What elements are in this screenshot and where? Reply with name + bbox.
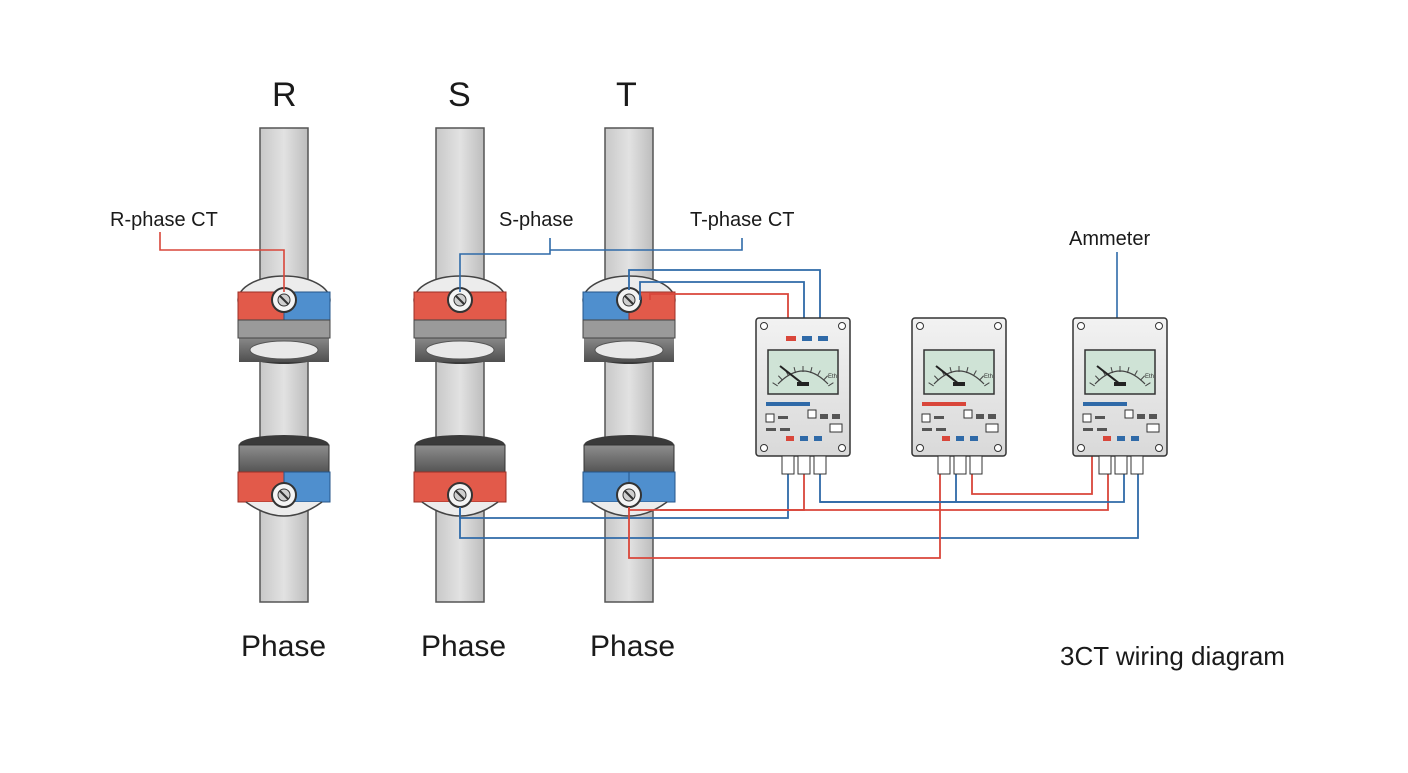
diagram-caption: 3CT wiring diagram xyxy=(1060,641,1285,671)
phase-letter-r: R xyxy=(272,76,297,114)
ammeter-2: Eth xyxy=(911,317,1007,475)
meter-scale-unit: Eth xyxy=(984,374,993,380)
meter-scale-unit: Eth xyxy=(828,374,837,380)
ct-r-upper xyxy=(237,275,331,364)
ct-r-lower xyxy=(237,435,331,517)
meter-scale-unit: Eth xyxy=(1145,374,1154,380)
phase-letter-s: S xyxy=(448,76,471,114)
ammeter-3: Eth xyxy=(1072,317,1168,475)
ct-s-lower xyxy=(413,435,507,517)
ct-t-upper xyxy=(582,275,676,364)
ct-s-upper xyxy=(413,275,507,364)
callout-t-phase-ct: T-phase CT xyxy=(690,209,795,231)
callout-ammeter: Ammeter xyxy=(1069,228,1151,250)
conductor-t xyxy=(604,127,654,603)
conductor-r xyxy=(259,127,309,603)
callout-s-phase: S-phase xyxy=(499,209,574,231)
ct-t-lower xyxy=(582,435,676,517)
callout-leaders xyxy=(159,232,1122,340)
phase-letter-t: T xyxy=(616,76,637,114)
callout-r-phase-ct: R-phase CT xyxy=(110,209,218,231)
phase-name-s: Phase xyxy=(421,630,507,663)
ammeter-1: Eth xyxy=(755,317,851,475)
phase-name-r: Phase xyxy=(241,630,327,663)
phase-name-t: Phase xyxy=(590,630,676,663)
